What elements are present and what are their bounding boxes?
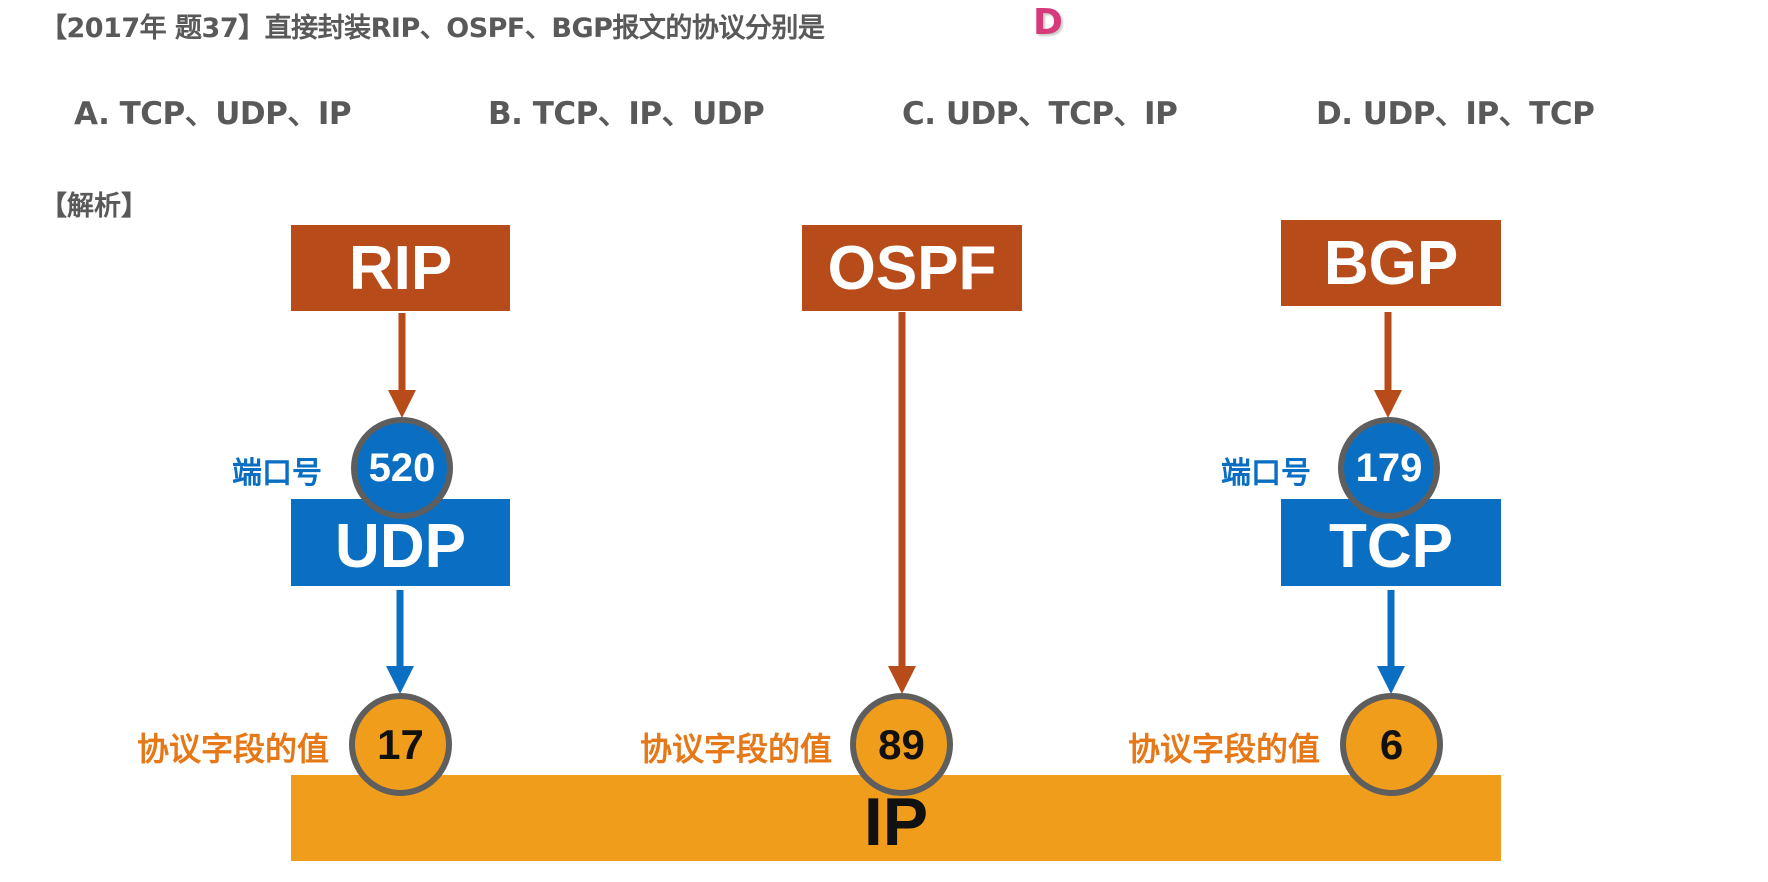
bgp-port-circle: 179 xyxy=(1338,417,1440,519)
ospf-proto-label: 协议字段的值 xyxy=(640,730,833,768)
ip-layer-label: IP xyxy=(863,784,929,860)
bgp-box: BGP xyxy=(1281,220,1501,306)
rip-proto-circle: 17 xyxy=(349,693,452,796)
tcp-proto-value: 6 xyxy=(1379,720,1404,768)
option-d: D. UDP、IP、TCP xyxy=(1316,96,1595,132)
ospf-proto-value: 89 xyxy=(878,720,925,768)
rip-proto-label: 协议字段的值 xyxy=(137,730,330,768)
option-b: B. TCP、IP、UDP xyxy=(488,96,765,132)
rip-box: RIP xyxy=(291,225,510,311)
udp-proto-value: 17 xyxy=(377,720,424,768)
analysis-label: 【解析】 xyxy=(40,191,148,222)
ospf-proto-circle: 89 xyxy=(850,693,953,796)
question-title: 【2017年 题37】直接封装RIP、OSPF、BGP报文的协议分别是 xyxy=(40,13,825,44)
rip-port-value: 520 xyxy=(368,445,436,490)
bgp-port-value: 179 xyxy=(1355,445,1423,490)
bgp-port-label: 端口号 xyxy=(1221,456,1311,491)
option-a: A. TCP、UDP、IP xyxy=(74,96,352,132)
answer-badge: D xyxy=(1033,2,1063,43)
option-c: C. UDP、TCP、IP xyxy=(902,96,1178,132)
rip-port-label: 端口号 xyxy=(232,456,322,491)
ospf-box: OSPF xyxy=(802,225,1022,311)
bgp-proto-label: 协议字段的值 xyxy=(1128,730,1321,768)
rip-port-circle: 520 xyxy=(351,417,453,519)
tcp-proto-circle: 6 xyxy=(1340,693,1443,796)
